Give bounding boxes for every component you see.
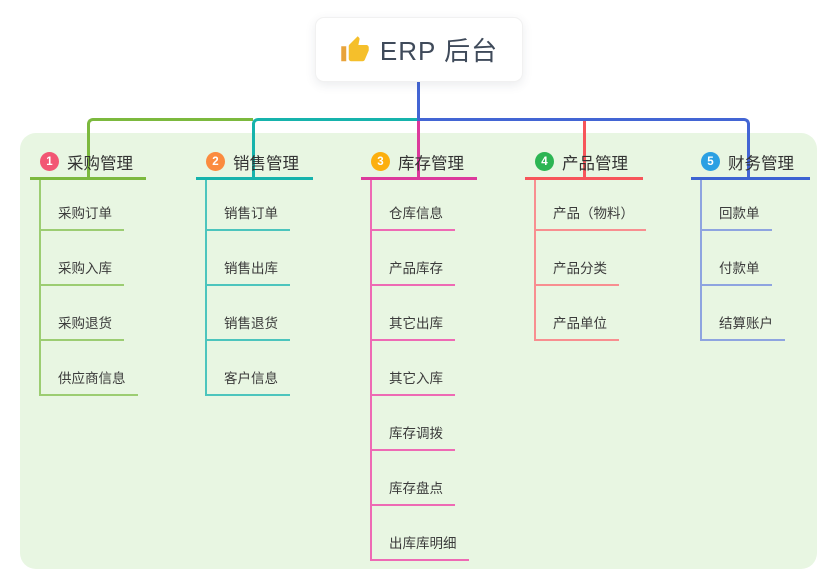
child-node[interactable]: 库存盘点: [370, 480, 455, 506]
mindmap-root-node[interactable]: ERP 后台: [315, 17, 523, 82]
child-node[interactable]: 回款单: [700, 205, 772, 231]
child-node[interactable]: 出库库明细: [370, 535, 469, 561]
child-node[interactable]: 产品库存: [370, 260, 455, 286]
branch-title-label: 采购管理: [67, 154, 133, 173]
child-node[interactable]: 产品（物料）: [534, 205, 646, 231]
branch-badge: 1: [40, 152, 59, 171]
child-node[interactable]: 其它出库: [370, 315, 455, 341]
child-node[interactable]: 销售退货: [205, 315, 290, 341]
child-connector-vline: [39, 180, 41, 396]
child-connector-vline: [534, 180, 536, 341]
child-node[interactable]: 销售订单: [205, 205, 290, 231]
child-node[interactable]: 付款单: [700, 260, 772, 286]
root-title: ERP 后台: [379, 36, 499, 66]
child-node[interactable]: 仓库信息: [370, 205, 455, 231]
branch-node-5[interactable]: 5 财务管理: [691, 146, 810, 180]
child-node[interactable]: 结算账户: [700, 315, 785, 341]
child-connector-vline: [370, 180, 372, 561]
child-node[interactable]: 客户信息: [205, 370, 290, 396]
child-node[interactable]: 销售出库: [205, 260, 290, 286]
branch-node-3[interactable]: 3 库存管理: [361, 146, 477, 180]
child-node[interactable]: 采购订单: [39, 205, 124, 231]
child-node[interactable]: 产品分类: [534, 260, 619, 286]
child-node[interactable]: 采购入库: [39, 260, 124, 286]
branch-node-2[interactable]: 2 销售管理: [196, 146, 313, 180]
child-node[interactable]: 产品单位: [534, 315, 619, 341]
branch-badge: 5: [701, 152, 720, 171]
child-node[interactable]: 库存调拨: [370, 425, 455, 451]
child-connector-vline: [700, 180, 702, 341]
child-node[interactable]: 其它入库: [370, 370, 455, 396]
thumbs-up-icon: [340, 35, 370, 65]
child-node[interactable]: 采购退货: [39, 315, 124, 341]
branch-badge: 4: [535, 152, 554, 171]
branch-title-label: 销售管理: [233, 154, 299, 173]
branch-badge: 3: [371, 152, 390, 171]
child-node[interactable]: 供应商信息: [39, 370, 138, 396]
branch-title-label: 财务管理: [728, 154, 794, 173]
branch-node-4[interactable]: 4 产品管理: [525, 146, 643, 180]
branch-badge: 2: [206, 152, 225, 171]
branch-node-1[interactable]: 1 采购管理: [30, 146, 146, 180]
branch-title-label: 产品管理: [562, 154, 628, 173]
branches-panel: [20, 133, 817, 569]
child-connector-vline: [205, 180, 207, 396]
root-stem-line: [417, 82, 420, 120]
branch-title-label: 库存管理: [398, 154, 464, 173]
